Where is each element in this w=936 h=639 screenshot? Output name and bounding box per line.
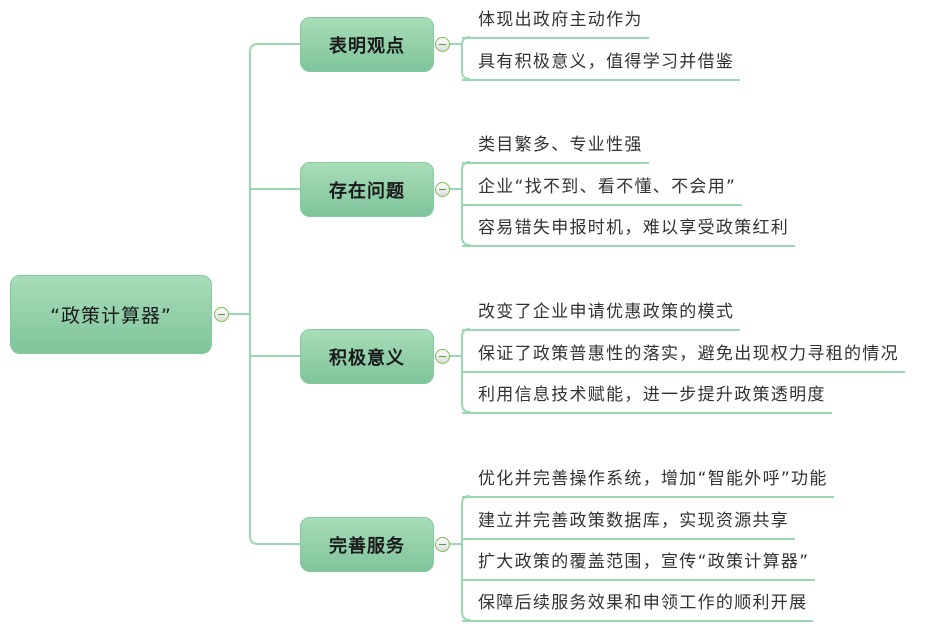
branch-label: 积极意义 [329,347,405,369]
collapse-branch-toggle[interactable] [435,349,450,364]
collapse-branch-toggle[interactable] [435,182,450,197]
branch-node-improve-service[interactable]: 完善服务 [300,517,434,572]
branch-label: 存在问题 [329,180,405,202]
leaf-node[interactable]: 扩大政策的覆盖范围，宣传“政策计算器” [462,547,816,581]
leaf-node[interactable]: 优化并完善操作系统，增加“智能外呼”功能 [462,464,834,498]
leaf-node[interactable]: 保障后续服务效果和申领工作的顺利开展 [462,588,814,622]
collapse-branch-toggle[interactable] [435,537,450,552]
leaf-node[interactable]: 改变了企业申请优惠政策的模式 [462,297,741,331]
leaf-node[interactable]: 企业“找不到、看不懂、不会用” [462,172,743,206]
leaf-node[interactable]: 建立并完善政策数据库，实现资源共享 [462,506,796,540]
collapse-branch-toggle[interactable] [435,37,450,52]
branch-label: 表明观点 [329,35,405,57]
branch-node-significance[interactable]: 积极意义 [300,329,434,384]
leaf-node[interactable]: 具有积极意义，值得学习并借鉴 [462,47,741,81]
leaf-node[interactable]: 利用信息技术赋能，进一步提升政策透明度 [462,380,832,414]
branch-label: 完善服务 [329,535,405,557]
leaf-node[interactable]: 保证了政策普惠性的落实，避免出现权力寻租的情况 [462,339,905,373]
leaf-node[interactable]: 容易错失申报时机，难以享受政策红利 [462,213,796,247]
branch-node-viewpoint[interactable]: 表明观点 [300,17,434,72]
branch-node-problems[interactable]: 存在问题 [300,162,434,217]
root-label: “政策计算器” [50,305,172,327]
root-node[interactable]: “政策计算器” [10,275,212,354]
leaf-node[interactable]: 体现出政府主动作为 [462,5,649,39]
collapse-root-toggle[interactable] [214,307,229,322]
leaf-node[interactable]: 类目繁多、专业性强 [462,130,649,164]
